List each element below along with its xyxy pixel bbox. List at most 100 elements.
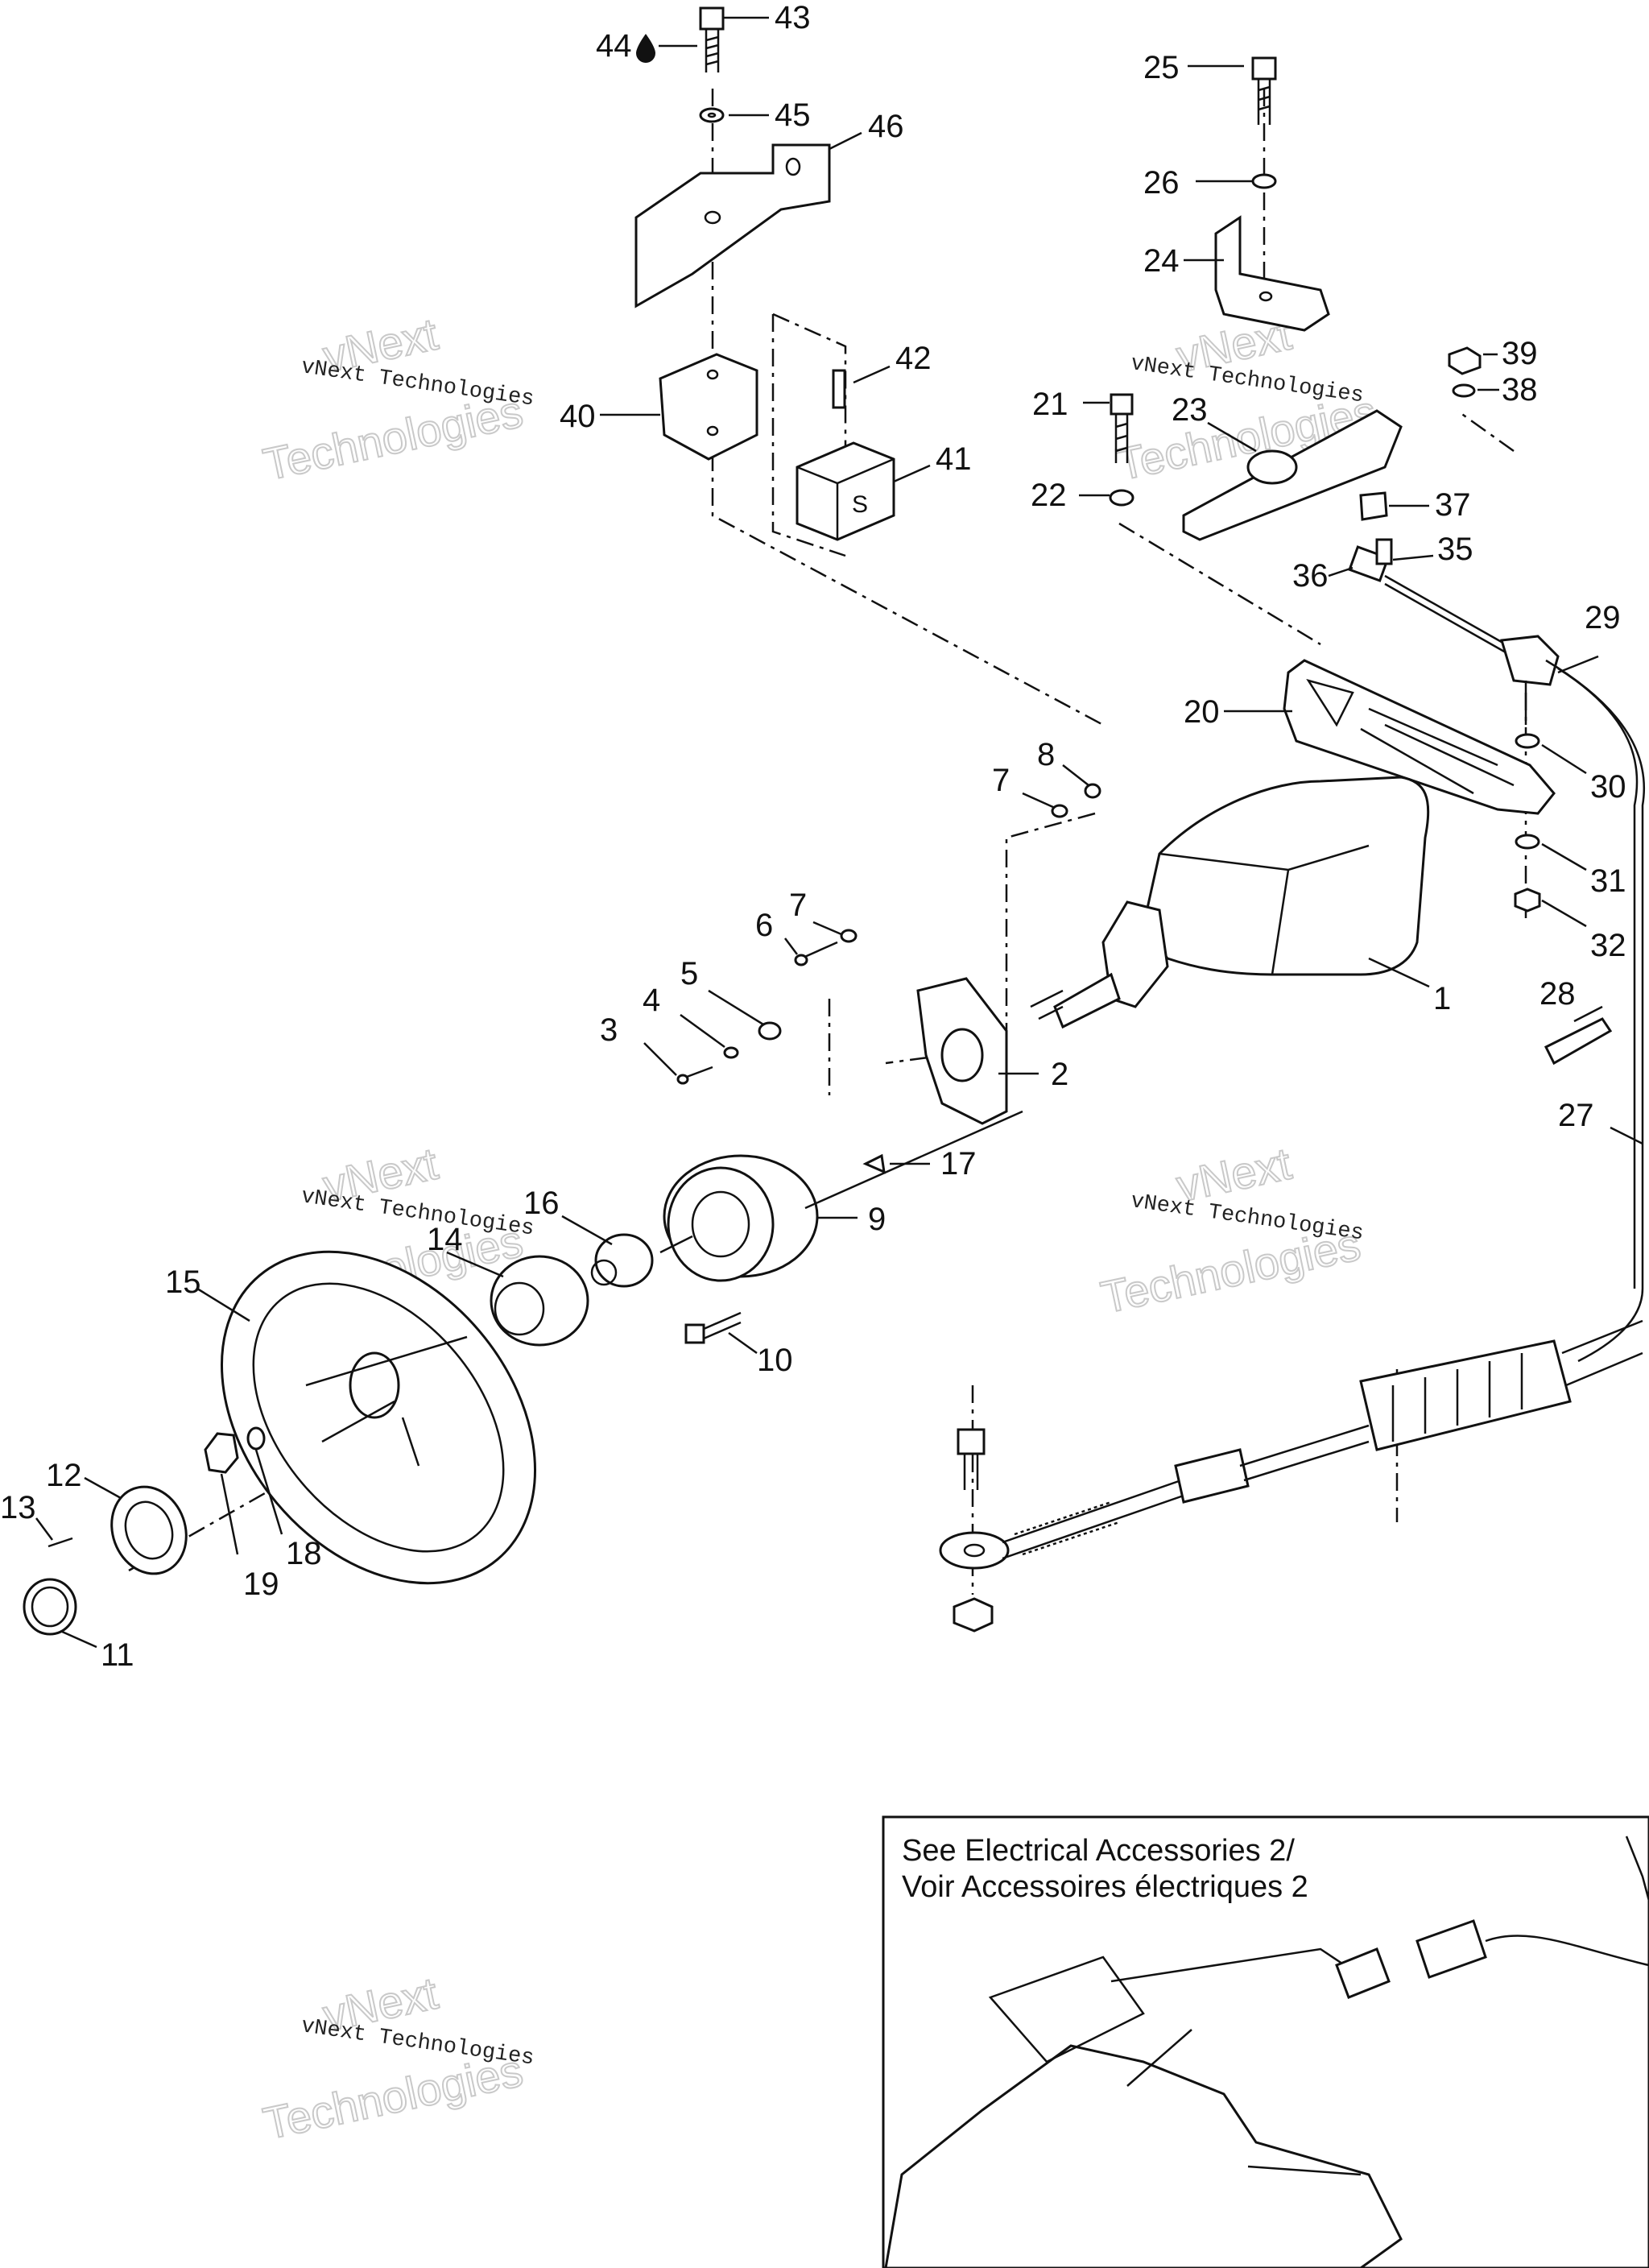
- callout-labels: 1 2 3 4 5 6 7 7 8 9 10 11 12 13 14 15 16…: [0, 0, 1626, 1673]
- part-plate-2: [916, 977, 1008, 1125]
- part-washer-45: [699, 107, 725, 123]
- callout-15: 15: [165, 1264, 201, 1300]
- part-screw-3: [676, 1066, 713, 1085]
- centerline-block: [772, 312, 847, 467]
- callout-19: 19: [243, 1566, 279, 1602]
- callout-31: 31: [1590, 863, 1626, 899]
- part-elbow-29: [1500, 635, 1560, 725]
- callout-35: 35: [1437, 532, 1473, 567]
- inset-title-fr: Voir Accessoires électriques 2: [902, 1870, 1308, 1904]
- centerline-right-bracket: [1118, 522, 1321, 646]
- callout-9: 9: [868, 1202, 886, 1237]
- callout-38: 38: [1502, 372, 1538, 408]
- callout-21: 21: [1032, 387, 1068, 422]
- callout-2: 2: [1051, 1057, 1068, 1092]
- watermark-5: vNext Technologies vNext Technologies: [258, 1967, 535, 2150]
- part-washer-31: [1515, 834, 1540, 850]
- callout-6: 6: [755, 908, 773, 943]
- part-nut-39: [1448, 346, 1482, 375]
- part-washer-7b: [1051, 804, 1068, 818]
- callout-13: 13: [0, 1490, 36, 1525]
- part-nut-8: [1084, 783, 1101, 799]
- callout-24: 24: [1143, 243, 1180, 279]
- callout-17: 17: [940, 1146, 977, 1182]
- callout-26: 26: [1143, 165, 1180, 201]
- part-key-17: [862, 1153, 886, 1174]
- part-steering-box-1: [1030, 776, 1430, 1029]
- callout-14: 14: [427, 1222, 463, 1257]
- callout-18: 18: [286, 1536, 322, 1571]
- part-adapter-14: [490, 1255, 589, 1347]
- callout-30: 30: [1590, 769, 1626, 805]
- part-bolt-10: [684, 1311, 742, 1344]
- callout-41-42: 42: [895, 341, 932, 376]
- watermark-4: vNext Technologies vNext Technologies: [1096, 1137, 1366, 1324]
- part-washer-18: [246, 1426, 266, 1451]
- callout-8: 8: [1037, 737, 1055, 772]
- callout-44: 44: [596, 28, 632, 64]
- part-nut-19: [204, 1432, 239, 1474]
- callout-29: 29: [1585, 600, 1621, 635]
- callout-22: 22: [1031, 478, 1067, 513]
- centerline-nut-39: [1457, 409, 1515, 453]
- drop-icon: [636, 34, 655, 63]
- centerline-block-lower: [771, 314, 846, 557]
- part-bolt-25: [1251, 56, 1277, 125]
- part-tie-rod-assembly: [939, 1319, 1643, 1633]
- part-bracket-46: [634, 143, 831, 308]
- part-cap-11: [23, 1578, 77, 1636]
- callout-36: 36: [1292, 558, 1329, 594]
- part-tie-28: [1544, 1017, 1613, 1066]
- callout-40: 40: [560, 399, 596, 434]
- callout-4: 4: [643, 983, 660, 1018]
- callout-25: 25: [1143, 50, 1180, 85]
- part-washer-5: [758, 1021, 782, 1041]
- part-ring-12: [110, 1485, 188, 1575]
- part-bolt-43: [699, 6, 725, 72]
- part-shaft-axis: [659, 1110, 1023, 1254]
- callout-3: 3: [600, 1012, 618, 1048]
- block-letter: S: [852, 491, 868, 518]
- callout-37: 37: [1435, 487, 1471, 523]
- part-pin-42: [832, 369, 846, 409]
- callout-28: 28: [1539, 976, 1576, 1012]
- part-spacer-37: [1359, 491, 1388, 521]
- callout-45: 45: [775, 97, 811, 133]
- leader-lines: [35, 16, 1643, 1649]
- part-bracket-20: [1283, 659, 1556, 815]
- callout-23: 23: [1172, 392, 1208, 428]
- watermark-line: vNext Technologies: [1129, 1190, 1365, 1246]
- callout-20: 20: [1184, 694, 1220, 730]
- callout-27: 27: [1558, 1098, 1594, 1133]
- callout-41: 41: [936, 441, 972, 477]
- part-cable-27: [1545, 659, 1646, 1363]
- part-bolt-21: [1110, 393, 1134, 463]
- part-fitting-36: [1348, 538, 1393, 582]
- part-steering-wheel-15: [220, 1250, 537, 1585]
- callout-7b: 7: [992, 763, 1010, 798]
- callout-39: 39: [1502, 336, 1538, 371]
- part-hub-9: [663, 1154, 819, 1282]
- part-bracket-24: [1214, 215, 1330, 332]
- callout-7a: 7: [789, 888, 807, 923]
- part-washer-7a: [840, 929, 858, 943]
- part-washer-30: [1515, 733, 1540, 749]
- callout-16: 16: [523, 1186, 560, 1221]
- callout-12: 12: [46, 1458, 82, 1493]
- part-washer-22: [1109, 489, 1134, 507]
- part-splined-16: [590, 1233, 654, 1288]
- inset-title-en: See Electrical Accessories 2/: [902, 1834, 1295, 1868]
- watermark-line: vNext Technologies: [300, 1185, 535, 1241]
- callout-43: 43: [775, 0, 811, 35]
- part-washer-4: [723, 1046, 739, 1059]
- centerline-bracket-to-box: [711, 419, 1104, 726]
- part-washer-26: [1251, 173, 1277, 189]
- watermark-1: vNext Technologies vNext Technologies: [258, 308, 535, 491]
- watermark-line: vNext Technologies: [300, 2014, 535, 2071]
- part-screw-13: [48, 1537, 73, 1548]
- part-nut-32: [1514, 888, 1541, 913]
- inset-electrical-accessories: See Electrical Accessories 2/ Voir Acces…: [882, 1815, 1649, 2268]
- callout-10: 10: [757, 1343, 793, 1378]
- callout-11: 11: [101, 1637, 134, 1673]
